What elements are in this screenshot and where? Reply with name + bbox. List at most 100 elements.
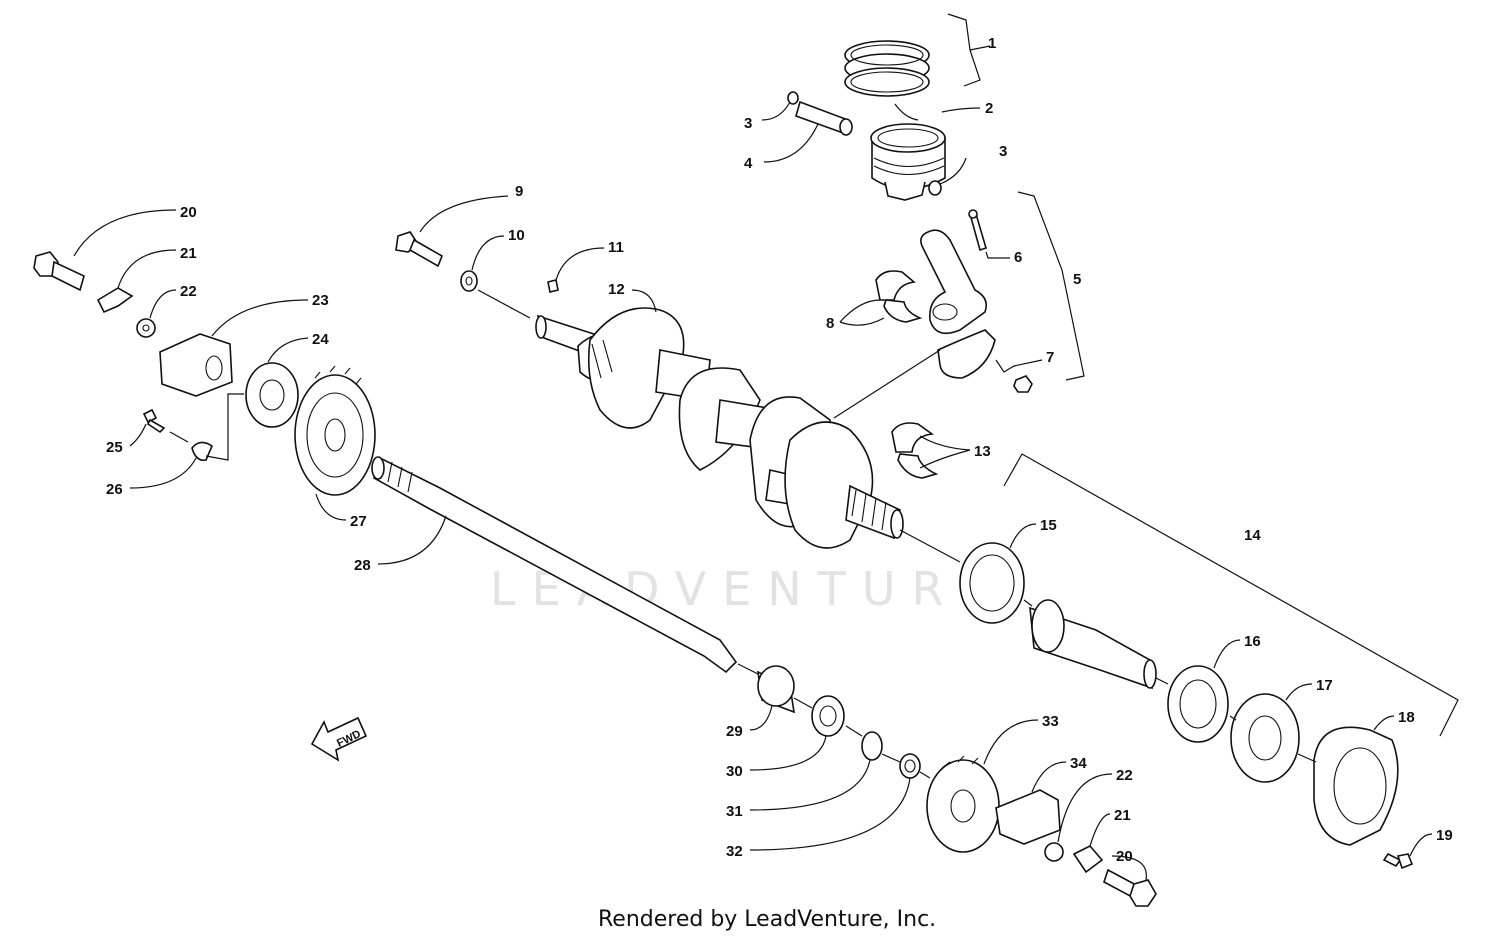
callout-3a: 3 bbox=[744, 115, 752, 132]
svg-text:28: 28 bbox=[354, 557, 371, 574]
callout-34: 34 bbox=[1070, 755, 1087, 772]
bearing-17 bbox=[1230, 693, 1300, 783]
stub-shaft bbox=[1029, 599, 1157, 690]
callout-2: 2 bbox=[985, 100, 993, 117]
svg-text:6: 6 bbox=[1014, 249, 1022, 266]
callout-16: 16 bbox=[1244, 633, 1261, 650]
callout-17: 17 bbox=[1316, 677, 1333, 694]
callout-33: 33 bbox=[1042, 713, 1059, 730]
svg-text:12: 12 bbox=[608, 281, 625, 298]
piston-rings bbox=[844, 40, 930, 97]
svg-text:34: 34 bbox=[1070, 755, 1087, 772]
seal-16 bbox=[1167, 665, 1229, 743]
svg-text:21: 21 bbox=[1114, 807, 1131, 824]
callout-1: 1 bbox=[988, 35, 996, 52]
drive-gear-left bbox=[294, 365, 376, 496]
crankshaft bbox=[535, 307, 904, 549]
callout-3b: 3 bbox=[999, 143, 1007, 160]
callout-31: 31 bbox=[726, 803, 743, 820]
footer-credit: Rendered by LeadVenture, Inc. bbox=[598, 907, 936, 932]
svg-text:33: 33 bbox=[1042, 713, 1059, 730]
callout-9: 9 bbox=[515, 183, 523, 200]
rod-bearings bbox=[875, 270, 923, 323]
connecting-rod bbox=[920, 229, 988, 335]
callout-18: 18 bbox=[1398, 709, 1415, 726]
callout-21a: 21 bbox=[180, 245, 197, 262]
callout-22a: 22 bbox=[180, 283, 197, 300]
balance-weight-left bbox=[159, 333, 233, 397]
svg-text:8: 8 bbox=[826, 315, 834, 332]
callout-14: 14 bbox=[1244, 527, 1261, 544]
svg-text:30: 30 bbox=[726, 763, 743, 780]
crank-washer bbox=[460, 270, 478, 292]
svg-text:16: 16 bbox=[1244, 633, 1261, 650]
svg-text:18: 18 bbox=[1398, 709, 1415, 726]
callout-20b: 20 bbox=[1116, 848, 1133, 865]
callout-10: 10 bbox=[508, 227, 525, 244]
snap-ring-31 bbox=[861, 731, 883, 761]
callout-25: 25 bbox=[106, 439, 123, 456]
bearing-left bbox=[245, 362, 299, 428]
callout-8: 8 bbox=[826, 315, 834, 332]
svg-text:29: 29 bbox=[726, 723, 743, 740]
piston-pin bbox=[795, 100, 853, 136]
callout-4: 4 bbox=[744, 155, 753, 172]
callout-30: 30 bbox=[726, 763, 743, 780]
pin-clip-left bbox=[787, 91, 799, 105]
washer-right bbox=[1044, 842, 1064, 862]
lock-tab-right bbox=[1072, 845, 1104, 874]
needle-bearing-30 bbox=[811, 695, 845, 737]
callout-20a: 20 bbox=[180, 204, 197, 221]
callout-27: 27 bbox=[350, 513, 367, 530]
callout-11: 11 bbox=[608, 239, 624, 256]
svg-text:22: 22 bbox=[180, 283, 197, 300]
svg-text:23: 23 bbox=[312, 292, 329, 309]
callout-32: 32 bbox=[726, 843, 743, 860]
callout-22b: 22 bbox=[1116, 767, 1133, 784]
svg-text:11: 11 bbox=[608, 239, 624, 256]
svg-text:19: 19 bbox=[1436, 827, 1453, 844]
svg-text:20: 20 bbox=[1116, 848, 1133, 865]
callout-12: 12 bbox=[608, 281, 625, 298]
callout-28: 28 bbox=[354, 557, 371, 574]
callout-13: 13 bbox=[974, 443, 991, 460]
svg-text:13: 13 bbox=[974, 443, 991, 460]
callout-21b: 21 bbox=[1114, 807, 1131, 824]
washer-32 bbox=[899, 753, 921, 779]
svg-text:3: 3 bbox=[744, 115, 752, 132]
svg-text:3: 3 bbox=[999, 143, 1007, 160]
screw-25 bbox=[142, 408, 166, 434]
main-bearing-halves bbox=[891, 422, 939, 479]
svg-text:27: 27 bbox=[350, 513, 367, 530]
callout-6: 6 bbox=[1014, 249, 1022, 266]
callout-19: 19 bbox=[1436, 827, 1453, 844]
callout-7: 7 bbox=[1046, 349, 1054, 366]
gear-33 bbox=[926, 755, 1000, 853]
callout-15: 15 bbox=[1040, 517, 1057, 534]
svg-text:32: 32 bbox=[726, 843, 743, 860]
svg-text:21: 21 bbox=[180, 245, 197, 262]
svg-text:5: 5 bbox=[1073, 271, 1081, 288]
svg-text:22: 22 bbox=[1116, 767, 1133, 784]
svg-text:4: 4 bbox=[744, 155, 753, 172]
forward-direction-arrow: FWD bbox=[310, 716, 368, 762]
housing-18 bbox=[1313, 726, 1399, 846]
callout-24: 24 bbox=[312, 331, 329, 348]
svg-text:20: 20 bbox=[180, 204, 197, 221]
rod-nut bbox=[1013, 375, 1033, 393]
svg-text:7: 7 bbox=[1046, 349, 1054, 366]
crank-bolt bbox=[395, 231, 444, 268]
svg-text:24: 24 bbox=[312, 331, 329, 348]
pin-clip-right bbox=[928, 180, 942, 196]
svg-text:25: 25 bbox=[106, 439, 123, 456]
bolt-right bbox=[1103, 868, 1157, 907]
svg-text:9: 9 bbox=[515, 183, 523, 200]
svg-text:1: 1 bbox=[988, 35, 996, 52]
svg-text:31: 31 bbox=[726, 803, 743, 820]
svg-text:2: 2 bbox=[985, 100, 993, 117]
bolt-19 bbox=[1382, 852, 1414, 870]
washer-left bbox=[136, 318, 156, 338]
retainer-26 bbox=[191, 441, 213, 462]
svg-text:15: 15 bbox=[1040, 517, 1057, 534]
